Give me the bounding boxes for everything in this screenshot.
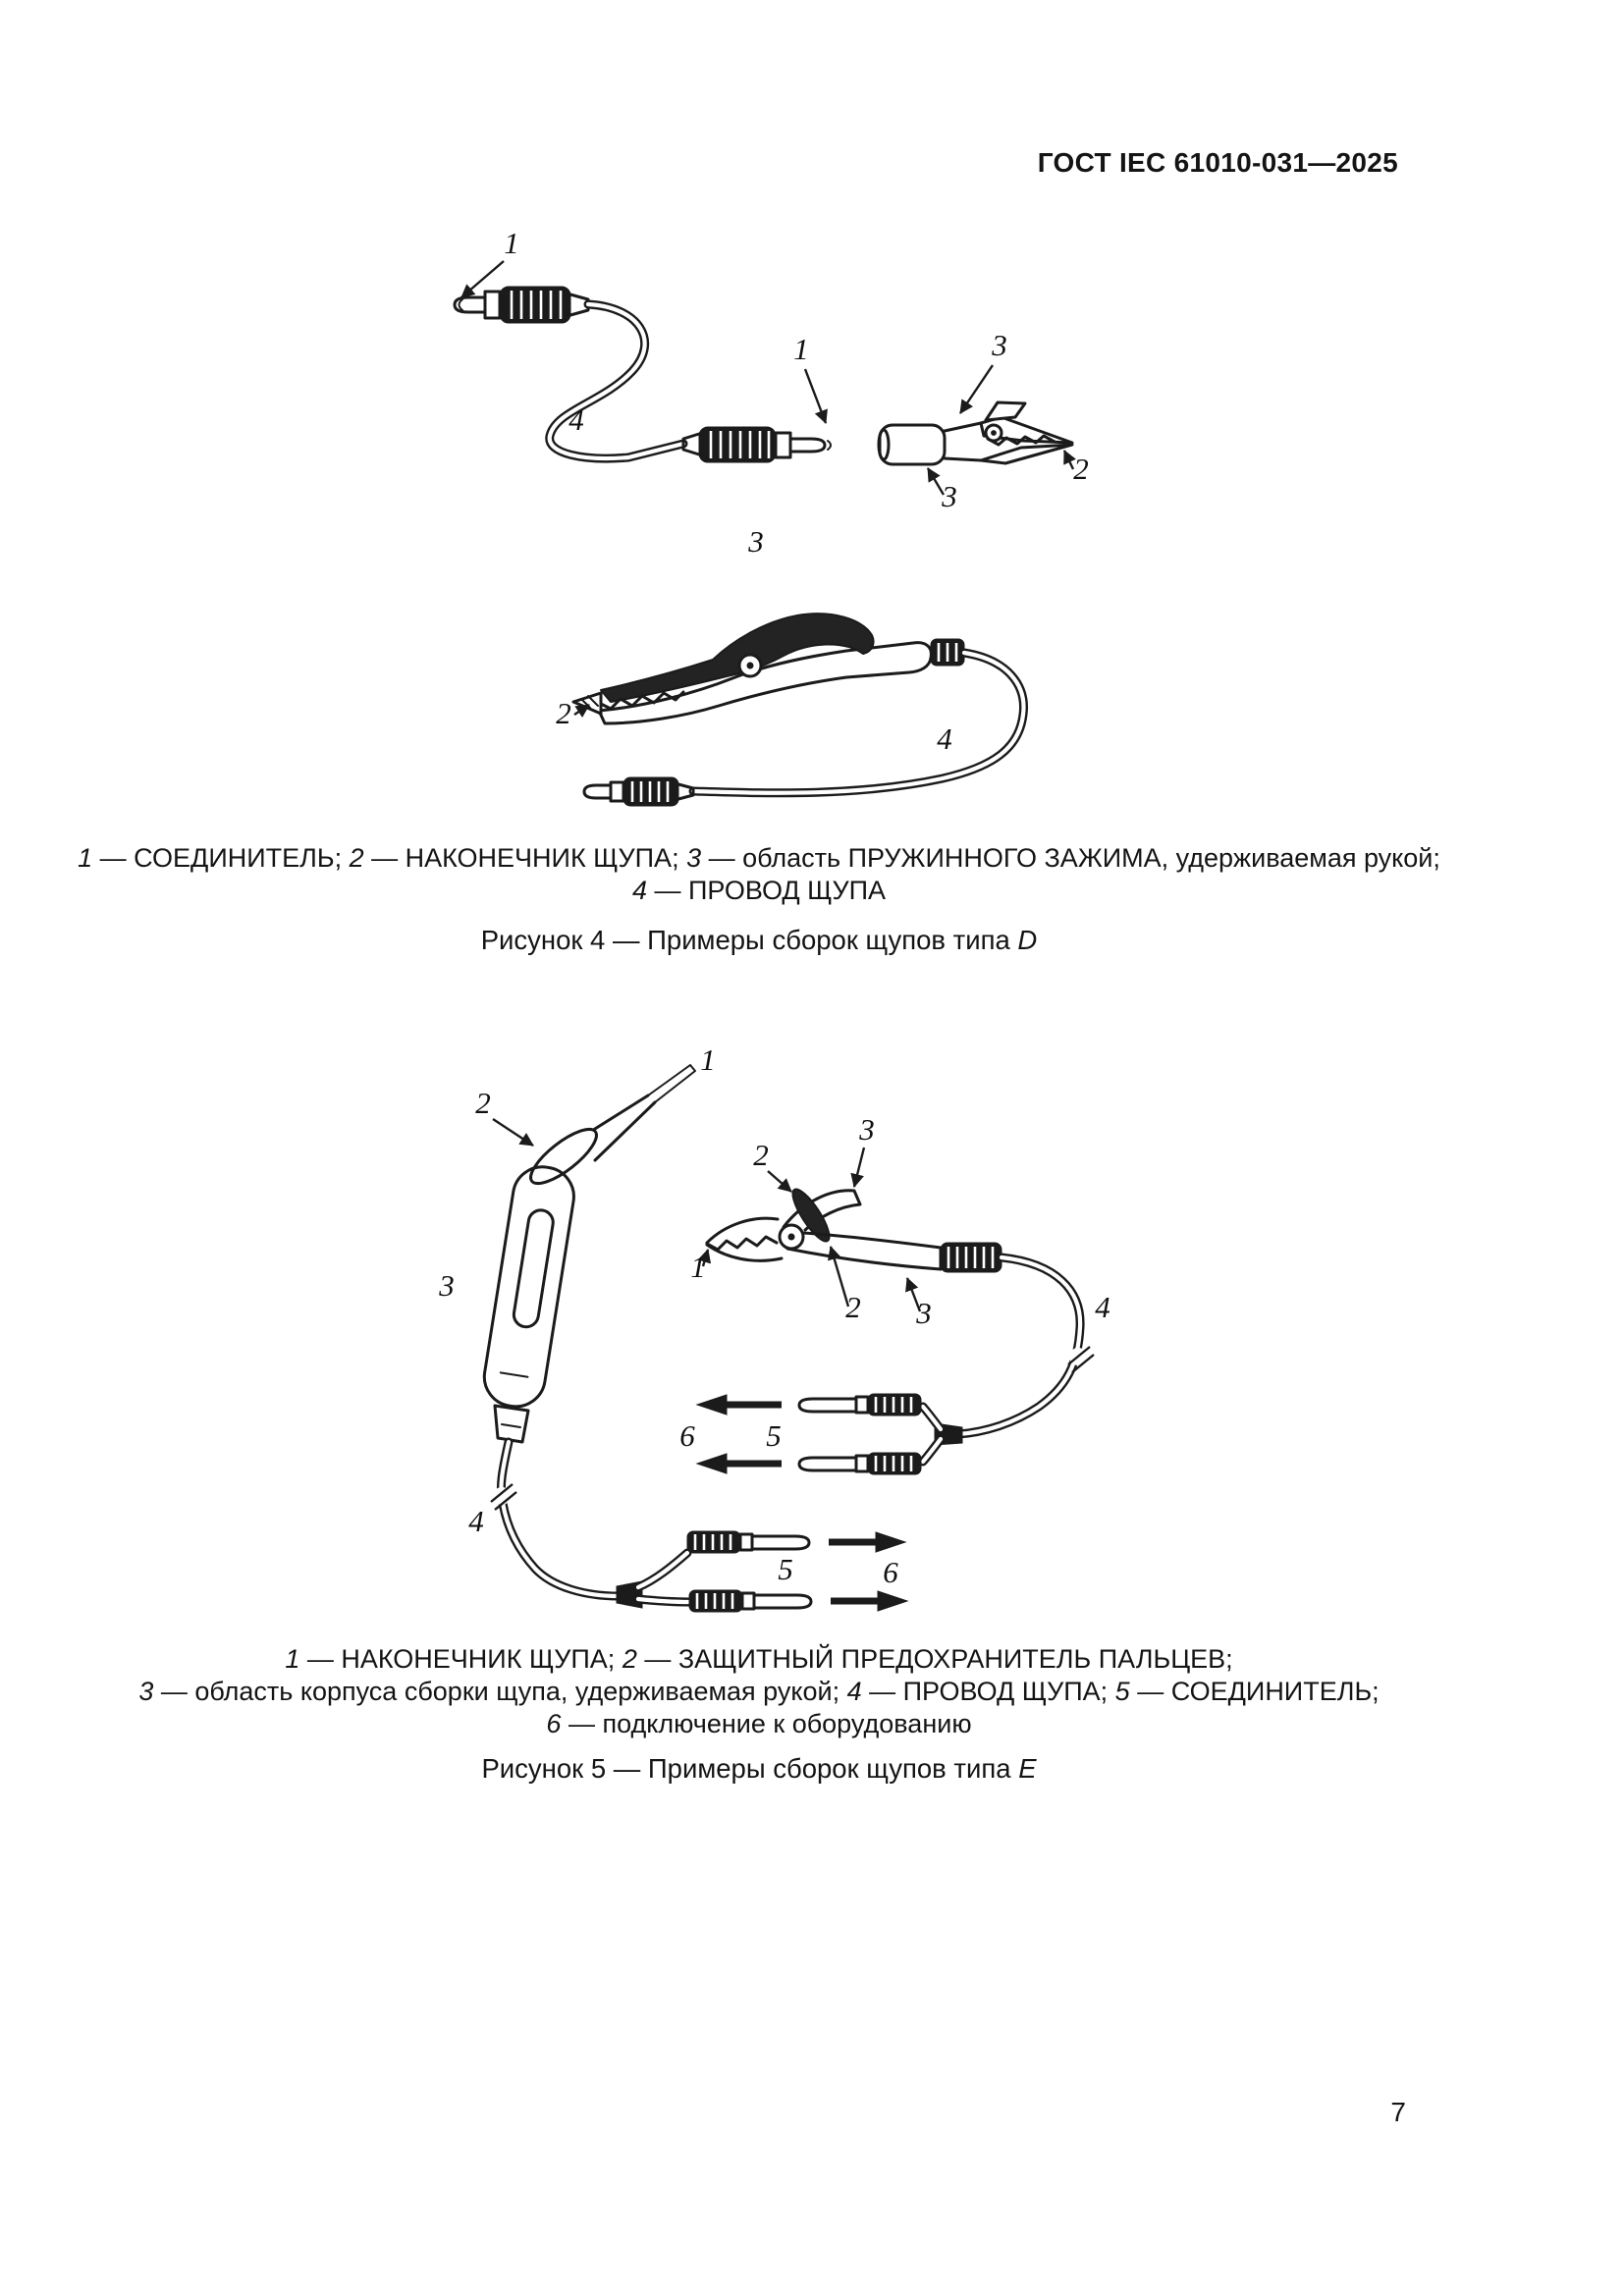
probe-lead-wire-top <box>545 299 688 463</box>
clip-lead-wire-right <box>953 1253 1095 1439</box>
arrow-to-equipment-right-1 <box>829 1531 907 1553</box>
arrow-to-equipment-left-1 <box>695 1394 782 1415</box>
arrow-to-equipment-left-2 <box>695 1453 782 1474</box>
callout-body-3-top: 3 <box>858 1112 875 1147</box>
connector-pair-right-assembly <box>695 1393 963 1475</box>
callout-guard-2-top: 2 <box>753 1138 769 1172</box>
callout-lead-4b: 4 <box>937 721 952 756</box>
figure5-caption-line1: 1 — НАКОНЕЧНИК ЩУПА; 2 — ЗАЩИТНЫЙ ПРЕДОХ… <box>285 1644 1233 1674</box>
callout-lead-4-left: 4 <box>468 1504 484 1538</box>
figure4-title: Рисунок 4 — Примеры сборок щупов типа D <box>480 925 1038 955</box>
probe-lead-wire-left <box>490 1437 623 1601</box>
callout-clip-3-bottom: 3 <box>941 479 957 513</box>
figure5-caption-line3: 6 — подключение к оборудованию <box>546 1709 972 1738</box>
connector-pair-left-assembly <box>616 1530 909 1613</box>
callout-clip-3-large: 3 <box>747 524 764 559</box>
figure4-drawing: 1 1 4 3 2 3 3 2 4 <box>453 226 1089 807</box>
figure5-caption: 1 — НАКОНЕЧНИК ЩУПА; 2 — ЗАЩИТНЫЙ ПРЕДОХ… <box>0 1643 1518 1740</box>
figure5-drawing: 1 2 3 4 5 6 2 3 1 2 3 4 6 5 <box>438 1042 1110 1613</box>
figure4-caption-line2: 4 — ПРОВОД ЩУПА <box>631 876 887 905</box>
figure5-callout-leaders <box>492 1117 922 1312</box>
document-header: ГОСТ IEC 61010-031—2025 <box>1037 147 1398 178</box>
callout-connector-5-right: 5 <box>766 1418 782 1453</box>
probe-lead-wire-bottom <box>688 648 1028 798</box>
callout-lead-4: 4 <box>568 402 584 437</box>
spring-clip-small <box>877 400 1074 466</box>
callout-body-3-bottom: 3 <box>915 1296 932 1330</box>
figure4-caption: 1 — СОЕДИНИТЕЛЬ; 2 — НАКОНЕЧНИК ЩУПА; 3 … <box>0 842 1518 907</box>
banana-plug-connector-a <box>453 286 590 324</box>
callout-tip-2: 2 <box>1073 452 1089 486</box>
callout-connector-1: 1 <box>504 226 519 260</box>
figure5-callout-labels: 1 2 3 4 5 6 2 3 1 2 3 4 6 5 <box>438 1042 1110 1589</box>
callout-probe-tip-1: 1 <box>700 1042 716 1077</box>
callout-connector-5-left: 5 <box>778 1552 793 1586</box>
alligator-clip-assembly <box>705 1188 1002 1273</box>
callout-lead-4-right: 4 <box>1095 1290 1110 1324</box>
arrow-to-equipment-right-2 <box>831 1590 909 1612</box>
callout-tip-2-large: 2 <box>556 696 571 730</box>
callout-equipment-6-right: 6 <box>679 1418 695 1453</box>
callout-body-3: 3 <box>438 1268 455 1303</box>
figure5-caption-line2: 3 — область корпуса сборки щупа, удержив… <box>138 1677 1380 1706</box>
spring-clip-large <box>571 613 965 725</box>
callout-clip-tip-1: 1 <box>690 1250 706 1284</box>
callout-connector-1b: 1 <box>793 332 809 366</box>
figure4-callout-labels: 1 1 4 3 2 3 3 2 4 <box>504 226 1089 756</box>
figure5-title: Рисунок 5 — Примеры сборок щупов типа E <box>481 1753 1037 1784</box>
figure4-caption-line1: 1 — СОЕДИНИТЕЛЬ; 2 — НАКОНЕЧНИК ЩУПА; 3 … <box>78 843 1440 873</box>
banana-plug-connector-b <box>681 426 832 463</box>
page-number: 7 <box>1390 2097 1406 2127</box>
callout-guard-2-bottom: 2 <box>845 1290 861 1324</box>
callout-equipment-6-left: 6 <box>883 1555 898 1589</box>
callout-finger-guard-2: 2 <box>475 1086 491 1120</box>
probe-body-handle <box>482 1064 696 1444</box>
end-connector <box>582 776 695 807</box>
callout-clip-3-top: 3 <box>991 328 1007 362</box>
figure4-callout-leaders <box>460 260 1076 719</box>
